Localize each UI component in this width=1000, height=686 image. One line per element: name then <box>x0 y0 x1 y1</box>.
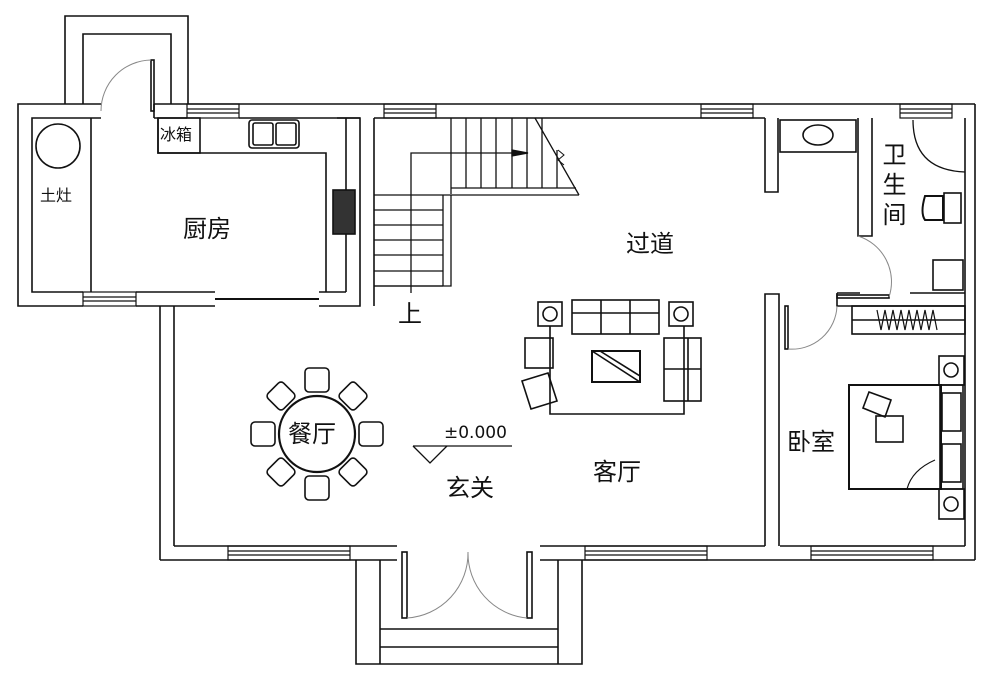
kitchen-fixtures <box>35 117 356 292</box>
bathroom-fixtures <box>779 119 966 291</box>
doors <box>100 59 892 619</box>
kitchen-label: 厨房 <box>183 215 231 243</box>
staircase[interactable] <box>374 117 580 293</box>
stove-label: 土灶 <box>40 186 73 205</box>
bedroom-furniture <box>848 305 966 520</box>
living-room-label: 客厅 <box>593 458 641 486</box>
elevation-value: ±0.000 <box>444 423 507 443</box>
dining-label: 餐厅 <box>288 420 336 448</box>
stair-up-label: 上 <box>398 300 422 328</box>
fridge-label: 冰箱 <box>160 125 193 144</box>
corridor-label: 过道 <box>626 230 674 258</box>
windows <box>82 103 953 561</box>
bathroom-label: 卫生间 <box>878 142 906 232</box>
dining-set <box>250 367 384 501</box>
front-porch <box>355 560 583 665</box>
back-porch <box>64 15 189 104</box>
living-room-furniture <box>520 299 702 415</box>
elevation-marker <box>412 445 512 464</box>
entrance-label: 玄关 <box>446 474 494 502</box>
bedroom-label: 卧室 <box>787 428 835 456</box>
interior-walls <box>764 118 965 546</box>
